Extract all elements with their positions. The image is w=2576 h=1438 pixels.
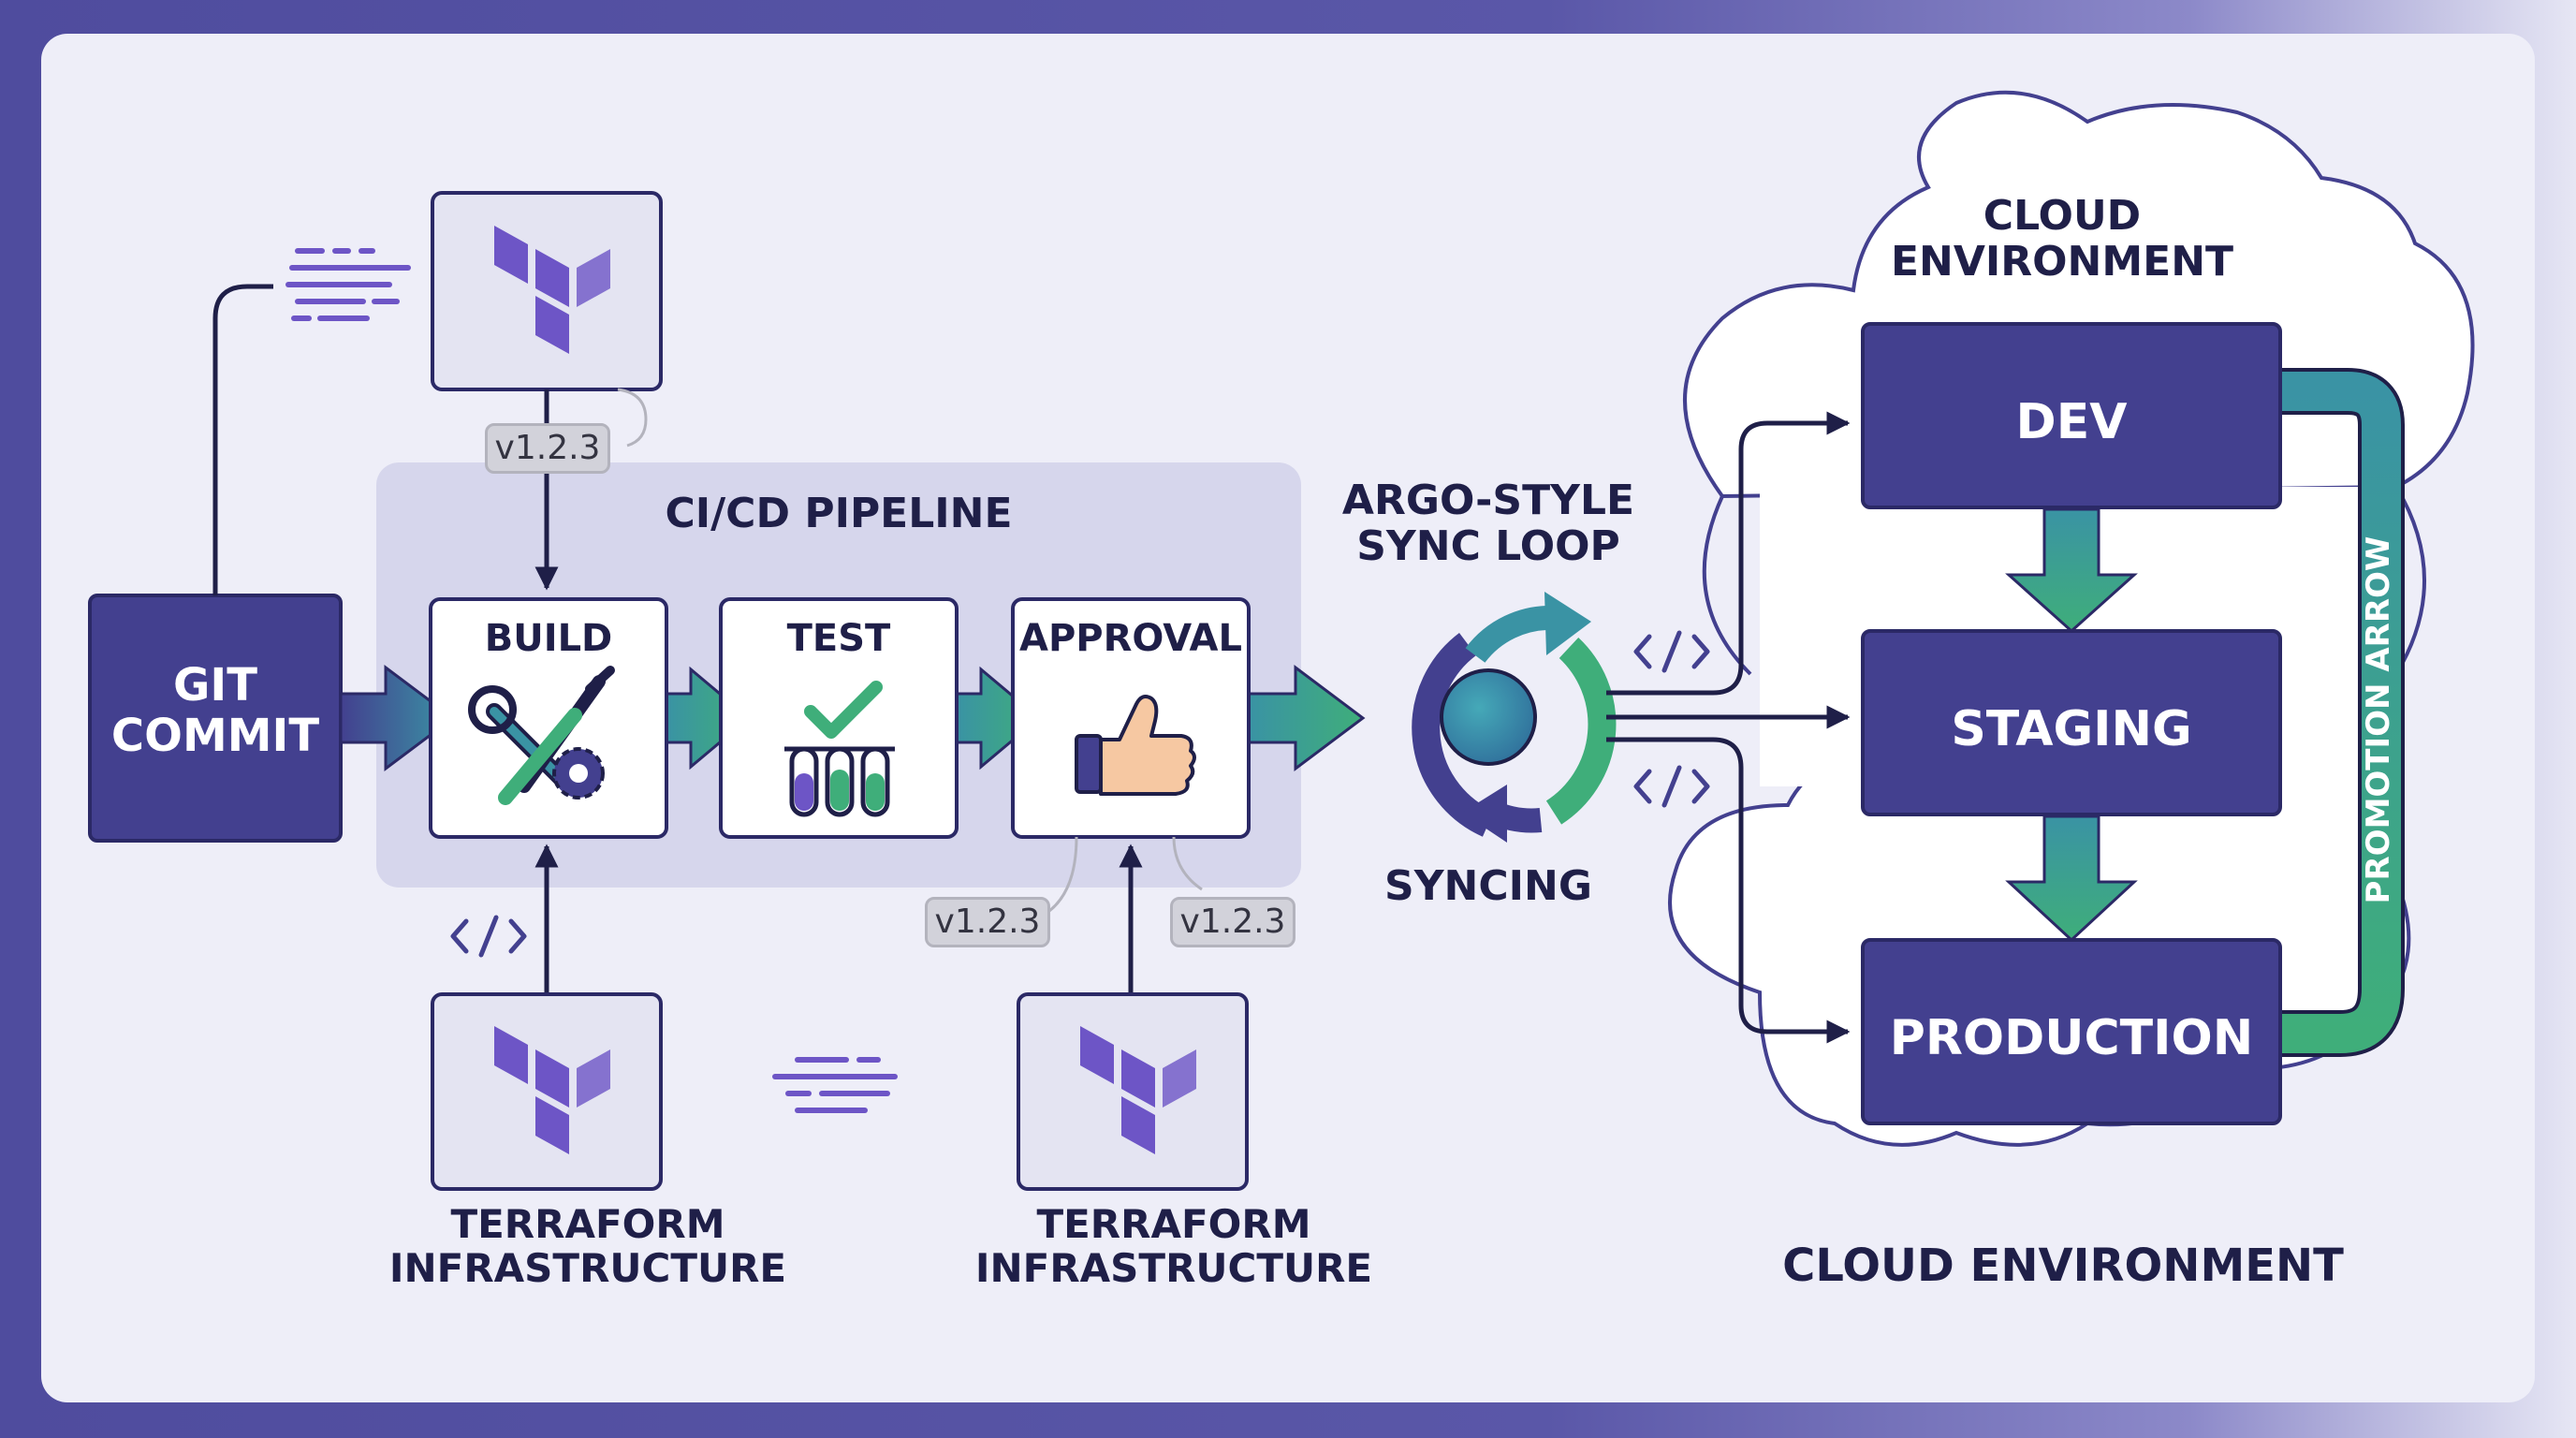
sync-to-production [1606,737,1851,1044]
pipeline-diagram [88,90,2475,1191]
approval-label: APPROVAL [1018,617,1242,660]
dev-label: DEV [2015,394,2128,450]
version-tag: v1.2.3 [1170,897,1295,947]
terraform-icon [494,1026,610,1154]
sync-loop-icon [1412,592,1617,843]
terraform-icon [494,226,610,354]
syncing-label: SYNCING [1384,862,1592,910]
speed-lines-top [285,248,411,321]
staging-label: STAGING [1951,701,2192,757]
arrow-dev-to-staging [2005,507,2138,634]
code-icon [1633,630,1710,673]
terraform-icon [1080,1026,1196,1154]
sync-loop-title: ARGO-STYLE SYNC LOOP [1341,477,1635,571]
sync-to-dev [1606,411,1851,696]
dev-box [1861,322,2282,509]
test-label: TEST [786,617,891,660]
version-tag: v1.2.3 [485,423,610,474]
thumbs-up-icon [1075,695,1196,796]
diagram-panel: GIT COMMIT CI/CD PIPELINE BUILD TEST APP… [41,34,2535,1402]
version-tag: v1.2.3 [925,897,1050,947]
promotion-arrow [2280,372,2401,1053]
arrow-approval-to-sync [1247,665,1366,771]
speed-lines-bottom [772,1057,898,1113]
git-commit-label: GIT COMMIT [110,659,320,762]
commit-connector [212,284,273,595]
code-icon [450,915,527,958]
build-box [429,597,668,839]
pipeline-title: CI/CD PIPELINE [665,490,1013,537]
arrow-commit-to-build [339,665,456,771]
cloud-title-top: CLOUD ENVIRONMENT [1890,192,2234,286]
checkmark-test-tubes-icon [784,681,895,817]
code-icon [1633,765,1710,808]
arrow-staging-to-production [2005,814,2138,943]
arrow-test-to-approval [955,666,1042,770]
promotion-label: PROMOTION ARROW [2360,536,2397,904]
terraform-label-right: TERRAFORM INFRASTRUCTURE [974,1201,1373,1292]
terraform-label-left: TERRAFORM INFRASTRUCTURE [388,1201,787,1292]
build-label: BUILD [484,617,613,660]
wrench-screwdriver-gear-icon [468,666,615,805]
production-label: PRODUCTION [1889,1010,2254,1066]
cloud-title-bottom: CLOUD ENVIRONMENT [1782,1240,2344,1292]
